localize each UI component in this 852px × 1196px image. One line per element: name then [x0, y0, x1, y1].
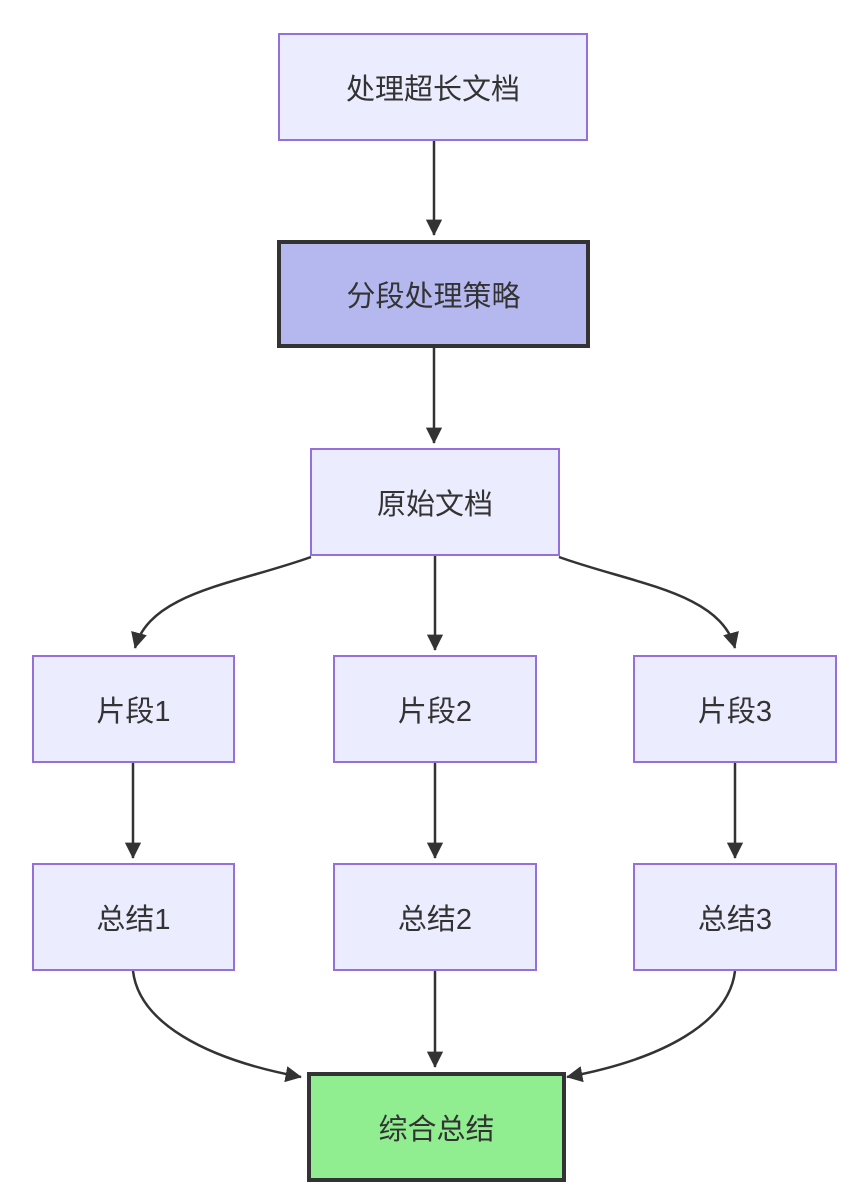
node-fragment-1: 片段1: [32, 655, 235, 763]
node-segmentation-strategy: 分段处理策略: [277, 240, 590, 348]
node-original-document: 原始文档: [310, 448, 560, 556]
node-label: 总结3: [697, 904, 773, 936]
node-label: 片段3: [697, 696, 773, 728]
node-summary-3: 总结3: [633, 863, 837, 971]
node-label: 总结2: [397, 904, 473, 936]
edge-E3-F: [566, 970, 737, 1083]
node-process-long-document: 处理超长文档: [278, 33, 588, 141]
node-fragment-3: 片段3: [633, 655, 837, 763]
node-label: 分段处理策略: [346, 281, 521, 313]
node-summary-2: 总结2: [333, 863, 537, 971]
node-summary-1: 总结1: [32, 863, 235, 971]
edge-E1-F: [131, 970, 302, 1083]
node-combined-summary: 综合总结: [307, 1072, 566, 1182]
node-label: 片段2: [397, 696, 473, 728]
edge-C-D3: [558, 555, 739, 649]
node-fragment-2: 片段2: [333, 655, 537, 763]
node-label: 总结1: [96, 904, 171, 936]
node-label: 处理超长文档: [345, 74, 520, 106]
edge-C-D1: [131, 555, 312, 649]
node-label: 综合总结: [378, 1114, 495, 1146]
node-label: 原始文档: [376, 489, 493, 521]
node-label: 片段1: [96, 696, 171, 728]
